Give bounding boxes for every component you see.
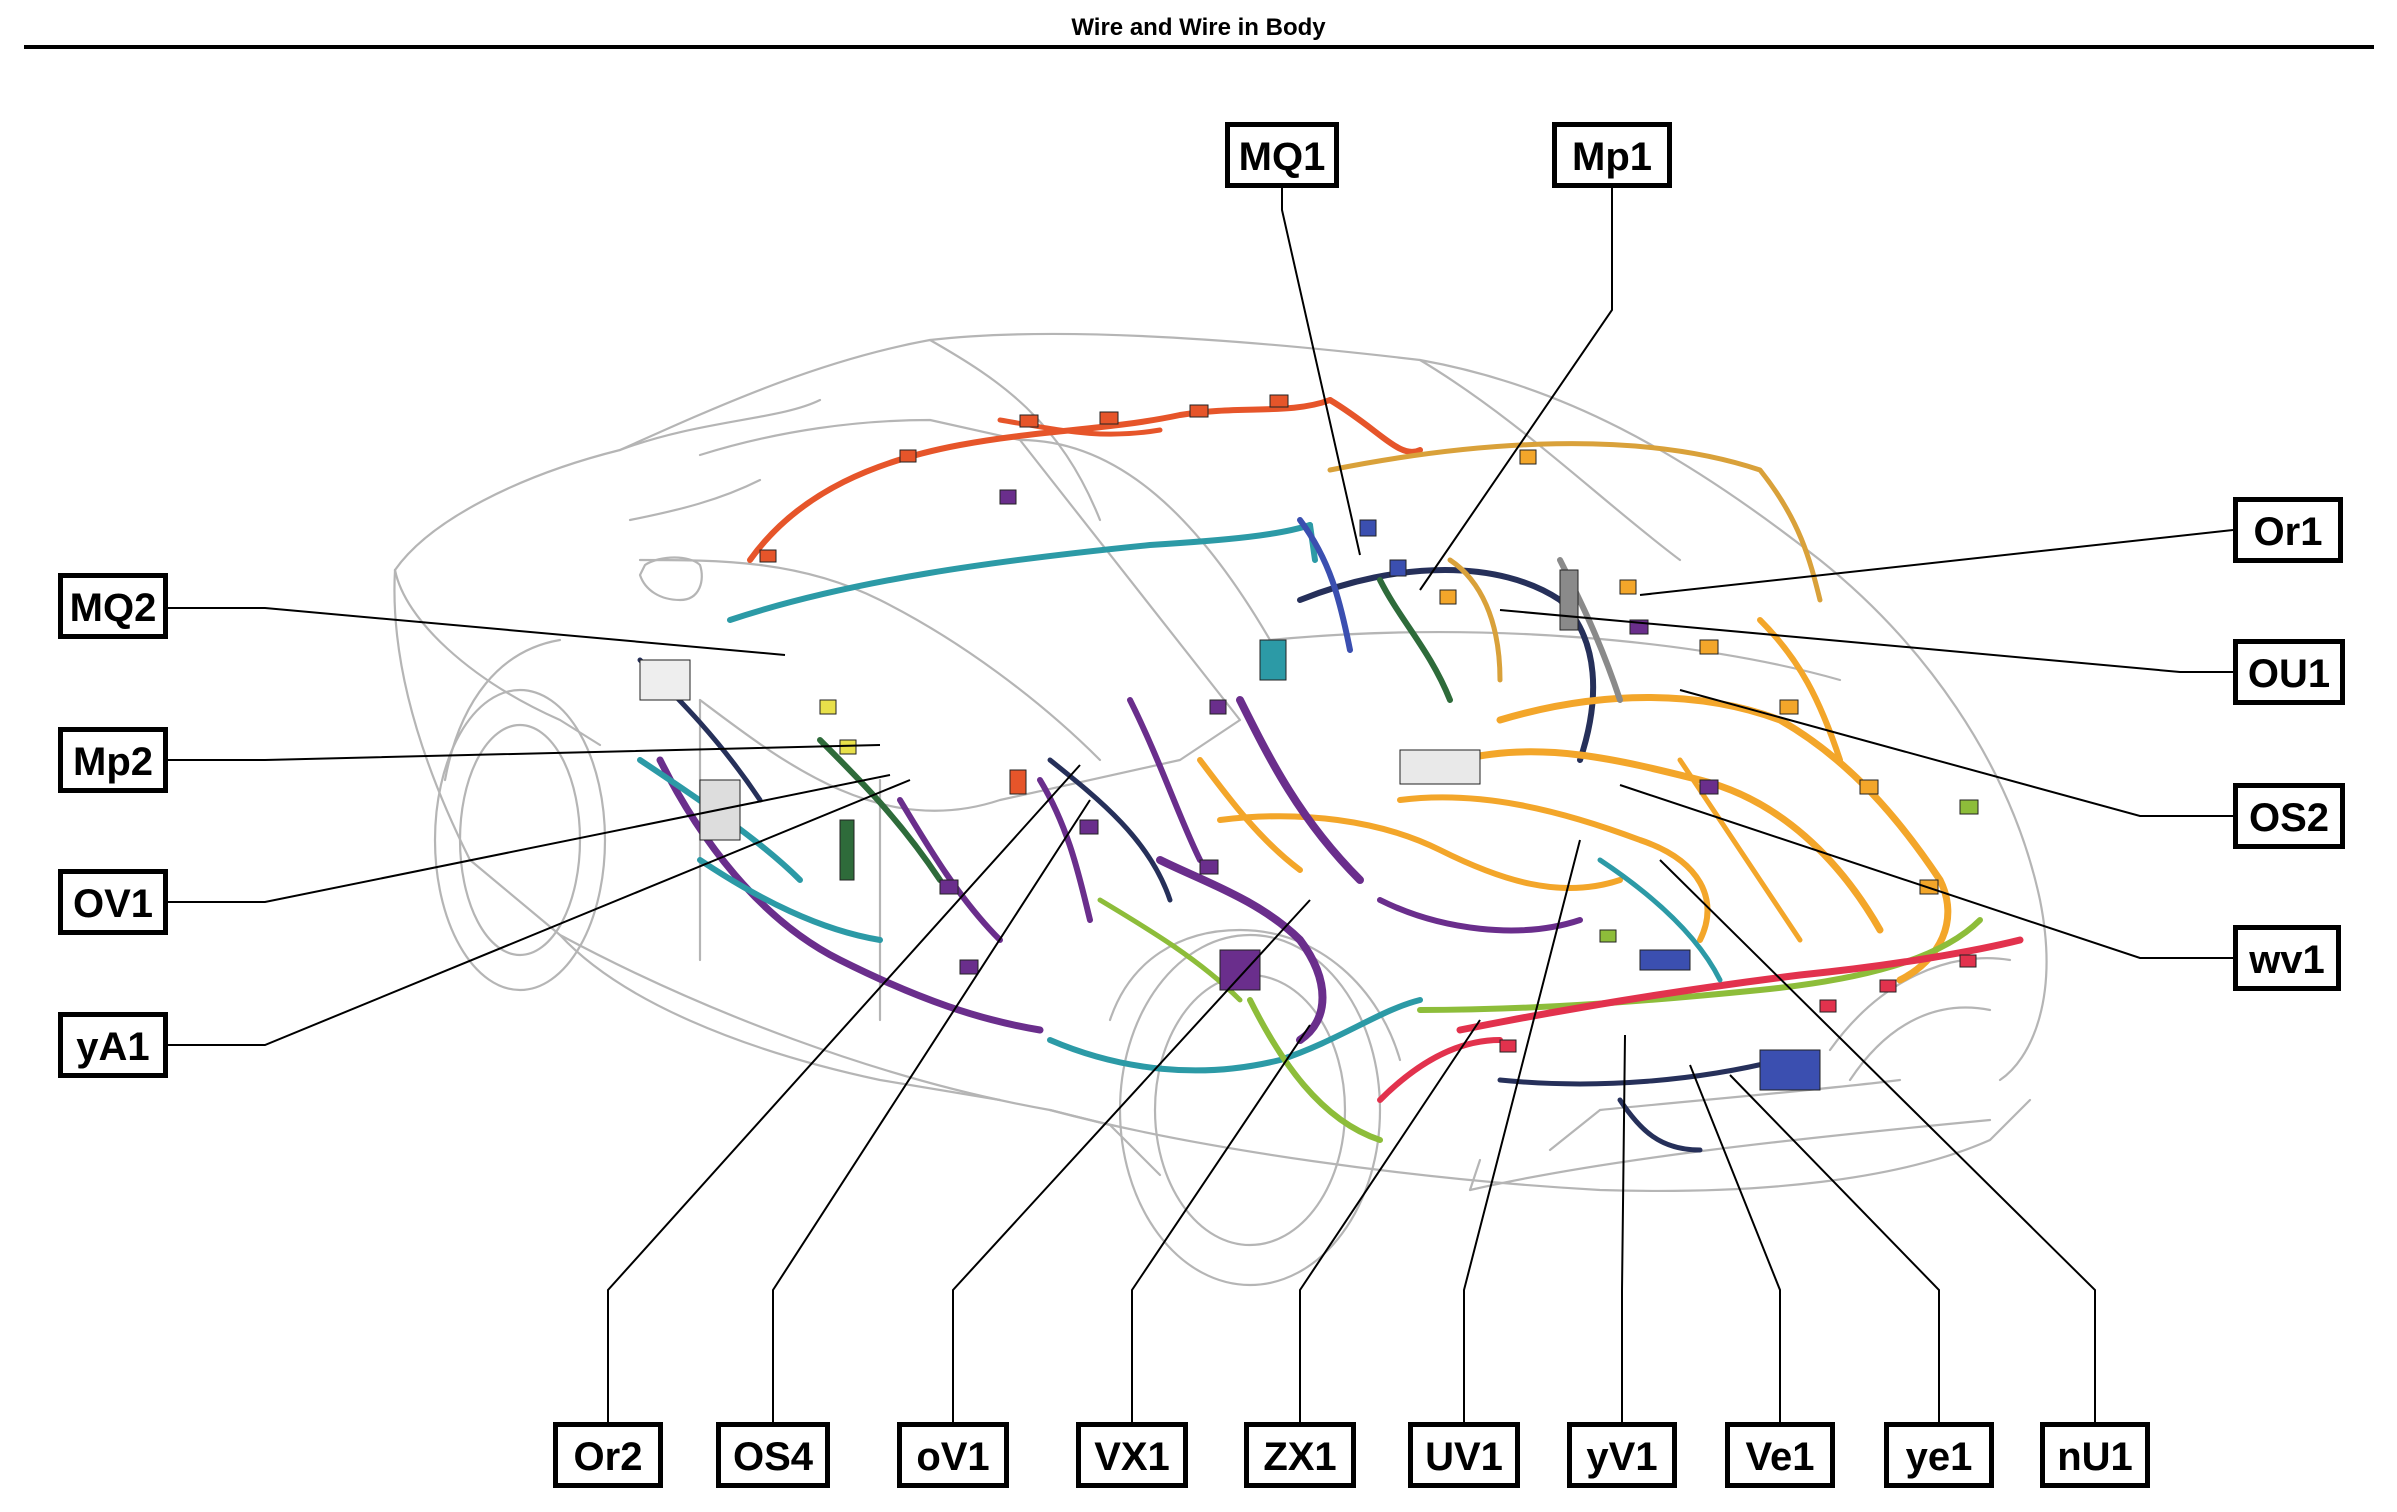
connector-label-ve1[interactable]: Ve1 [1725, 1422, 1835, 1488]
connector-label-uv1[interactable]: UV1 [1408, 1422, 1520, 1488]
connector-label-mp1[interactable]: Mp1 [1552, 122, 1672, 188]
leader-lines [165, 184, 2234, 1422]
connector-label-ou1[interactable]: OU1 [2233, 639, 2345, 705]
connector-label-wv1[interactable]: wv1 [2233, 925, 2341, 991]
connector-icon [639, 394, 1979, 1091]
connector-label-mp2[interactable]: Mp2 [58, 727, 168, 793]
connector-label-vx1[interactable]: VX1 [1076, 1422, 1188, 1488]
wiring-harness-icon [637, 397, 2024, 1153]
connector-label-ov1-lower[interactable]: oV1 [897, 1422, 1009, 1488]
car-outline-icon [393, 332, 2048, 1287]
page-title: Wire and Wire in Body [1071, 14, 1326, 41]
connector-label-or1[interactable]: Or1 [2233, 497, 2343, 563]
connector-label-ya1[interactable]: yA1 [58, 1012, 168, 1078]
connector-label-ov1[interactable]: OV1 [58, 869, 168, 935]
connector-label-or2[interactable]: Or2 [553, 1422, 663, 1488]
connector-label-mq2[interactable]: MQ2 [58, 573, 168, 639]
connector-label-ye1[interactable]: ye1 [1884, 1422, 1994, 1488]
connector-label-os2[interactable]: OS2 [2233, 783, 2345, 849]
connector-label-mq1[interactable]: MQ1 [1225, 122, 1339, 188]
title-rule [24, 45, 2374, 49]
connector-label-yv1[interactable]: yV1 [1567, 1422, 1677, 1488]
connector-label-nu1[interactable]: nU1 [2040, 1422, 2150, 1488]
connector-label-os4[interactable]: OS4 [716, 1422, 830, 1488]
connector-label-zx1[interactable]: ZX1 [1244, 1422, 1356, 1488]
